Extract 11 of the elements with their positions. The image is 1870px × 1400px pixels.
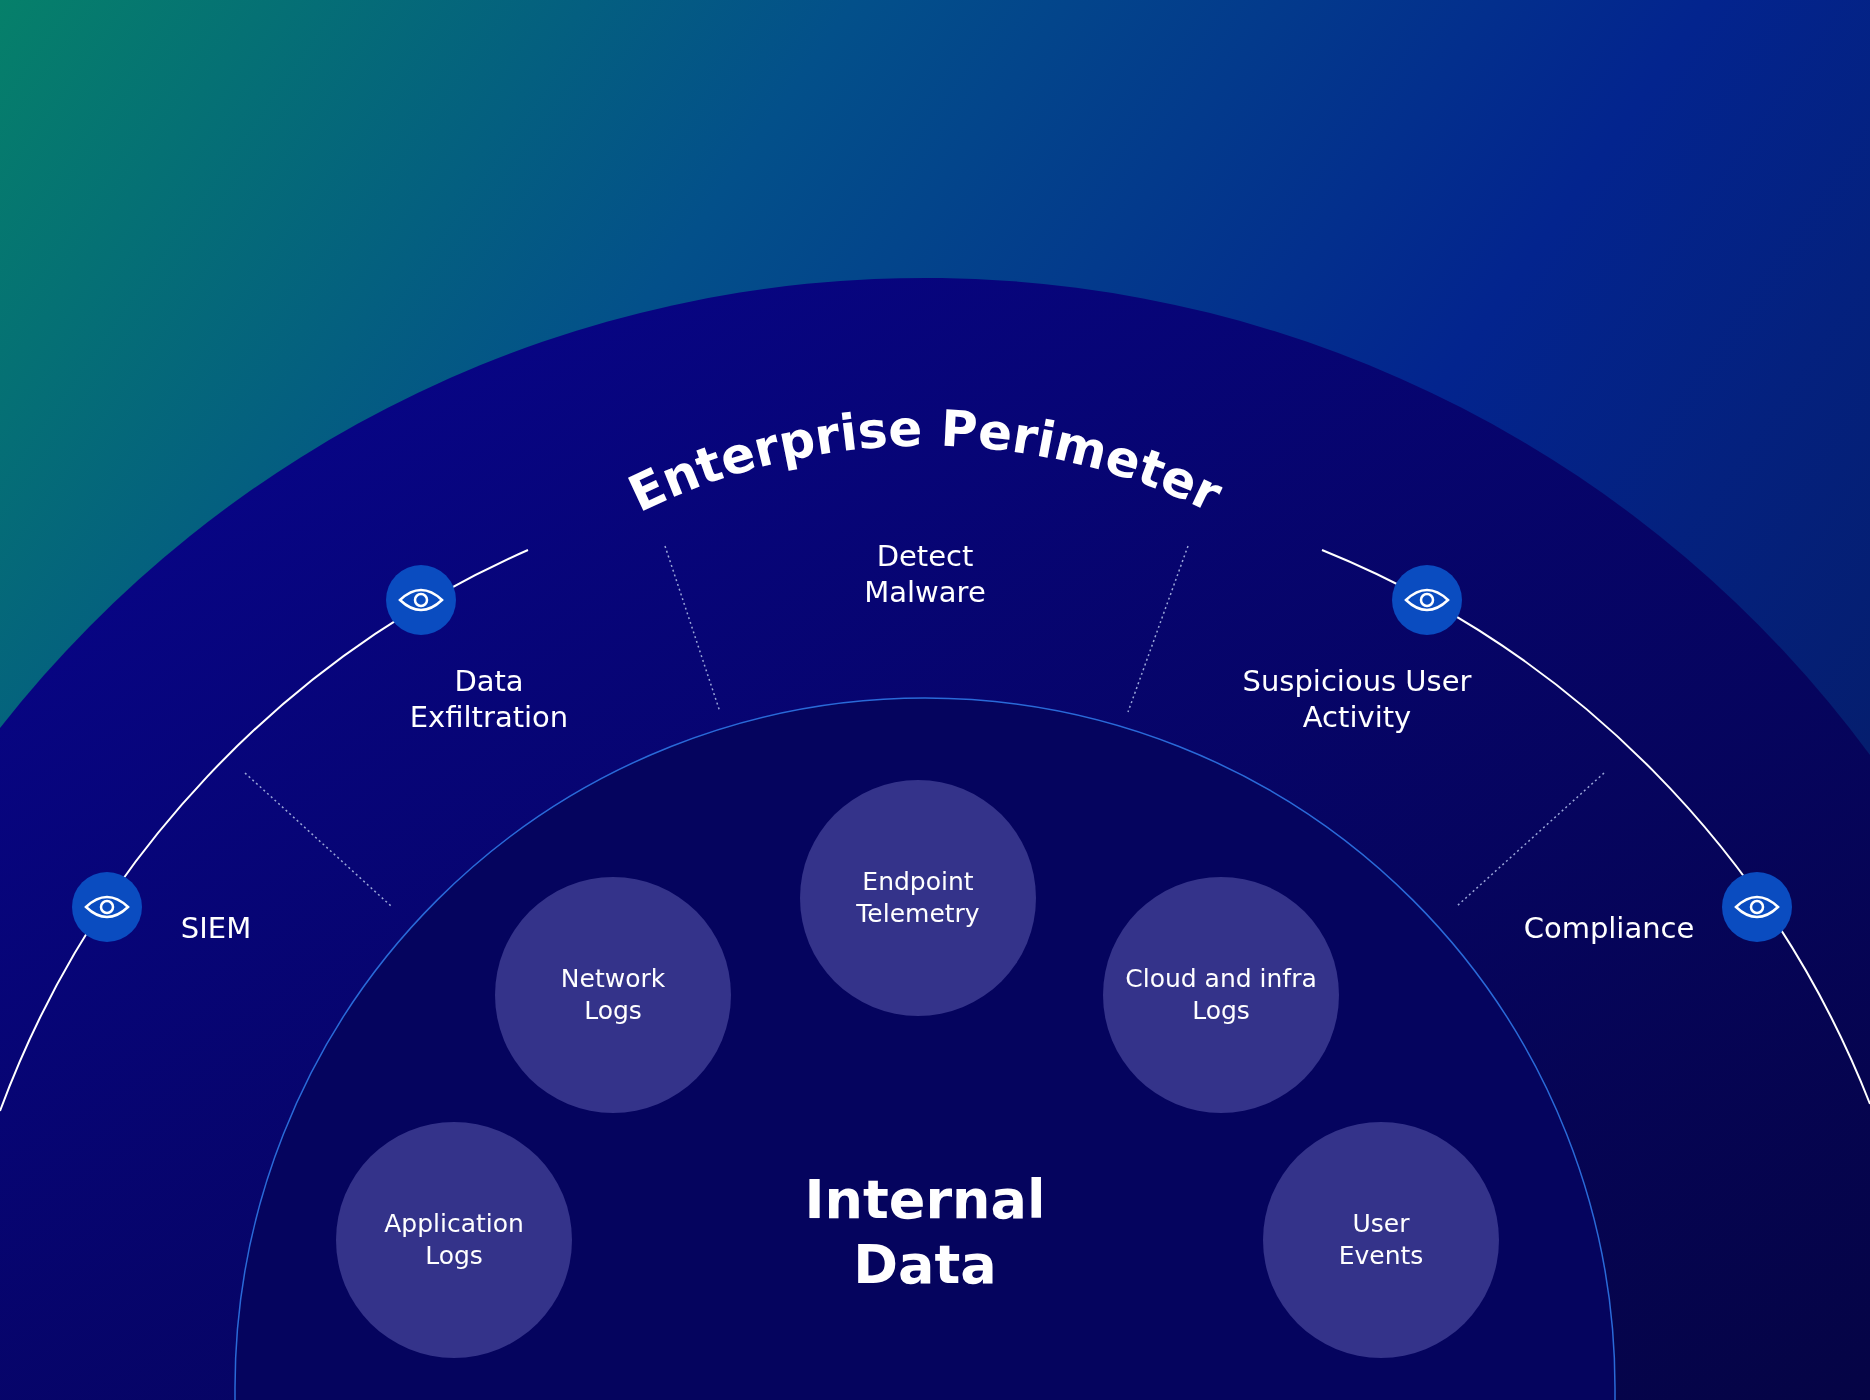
band-label: Suspicious User Activity [1241,663,1473,736]
band-label: Detect Malware [863,538,987,611]
circle-label: Cloud and infra Logs [1124,962,1318,1027]
circle-label: Endpoint Telemetry [855,865,981,930]
section-title: Internal Data [803,1168,1047,1298]
band-label: Compliance [1522,910,1696,947]
band-label: SIEM [179,910,253,947]
circle-label: Application Logs [383,1207,525,1272]
band-label: Data Exfiltration [408,663,570,736]
circle-label: User Events [1337,1207,1425,1272]
circle-label: Network Logs [559,962,667,1027]
